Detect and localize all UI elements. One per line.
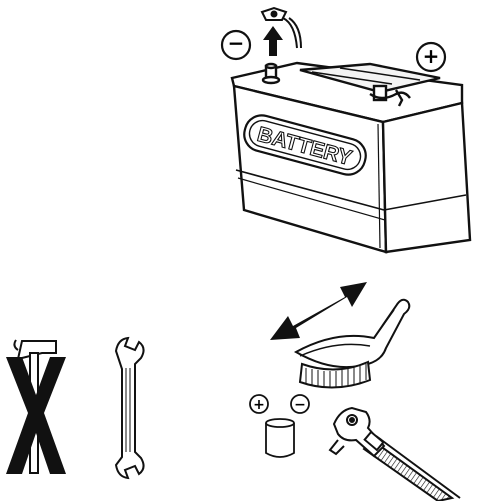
scrub-brush-icon [296, 300, 409, 388]
negative-symbol-top-text: − [228, 31, 245, 55]
cable-clamp-icon [330, 408, 460, 501]
wrench-icon [116, 338, 144, 478]
up-arrow-icon [263, 26, 283, 56]
double-arrow-icon [270, 282, 367, 340]
negative-symbol-bottom-text: − [294, 397, 306, 413]
positive-symbol-bottom-text: + [253, 397, 265, 413]
negative-symbol-bottom: − [291, 395, 309, 413]
positive-symbol-top-text: + [423, 44, 440, 68]
positive-symbol-top: + [417, 43, 445, 71]
negative-symbol-top: − [222, 31, 250, 59]
terminal-clamp-icon [262, 8, 301, 48]
positive-symbol-bottom: + [250, 395, 268, 413]
grease-jar-icon [266, 419, 294, 457]
